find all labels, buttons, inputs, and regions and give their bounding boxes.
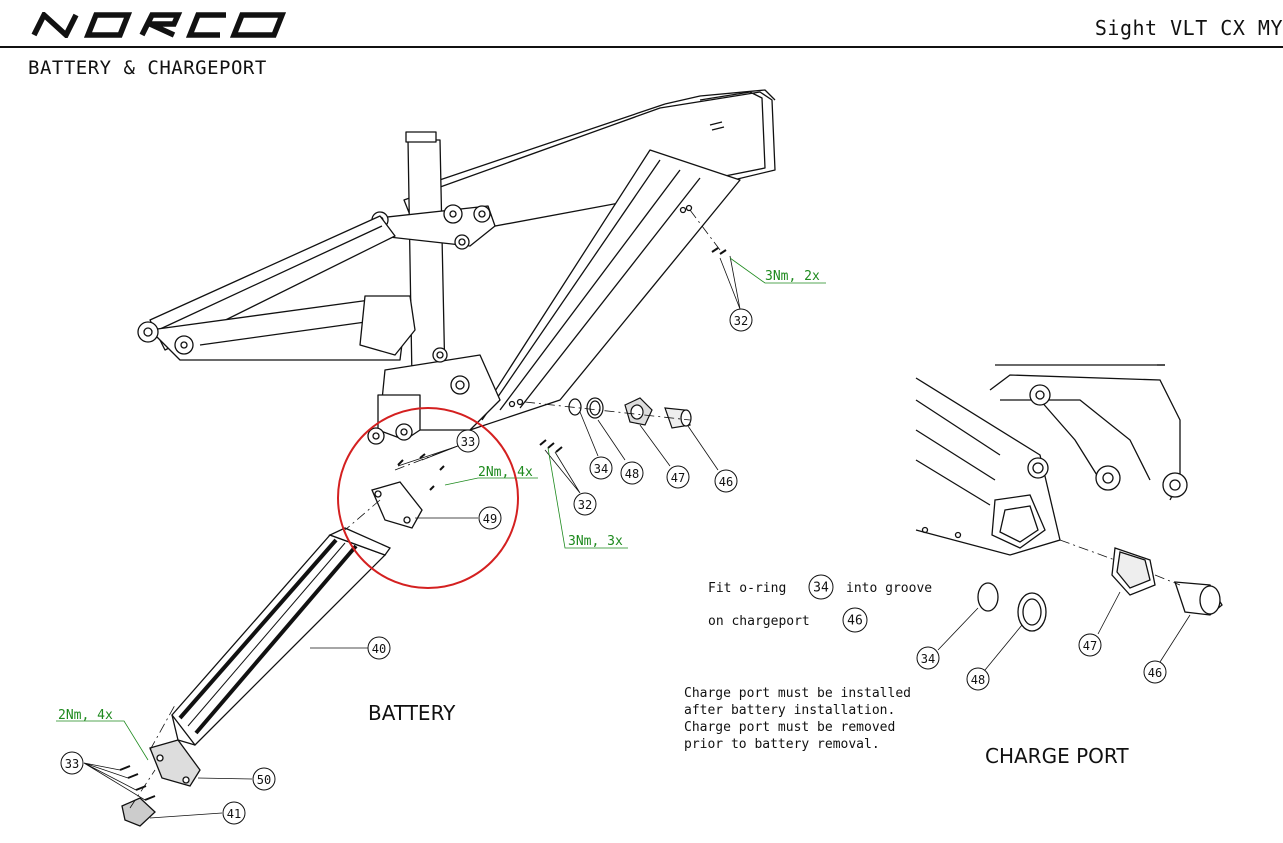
- callout-bubble: [222, 801, 246, 825]
- callout-41: 41: [227, 807, 241, 821]
- callout-bubble: [478, 506, 502, 530]
- model-name: Sight VLT CX MY: [1094, 16, 1283, 40]
- callout-bubble: [456, 429, 480, 453]
- warning-line: Charge port must be installed: [684, 686, 911, 701]
- callout-50: 50: [257, 773, 271, 787]
- callout-bubbles: [60, 308, 1167, 825]
- callout-bubble: [729, 308, 753, 332]
- chargeport-parts: [539, 247, 727, 453]
- callout-34: 34: [921, 652, 935, 666]
- chargeport-note-pre: on chargeport: [708, 614, 810, 629]
- warning-line: Charge port must be removed: [684, 720, 895, 735]
- callout-46: 46: [719, 475, 733, 489]
- callout-bubble: [573, 492, 597, 516]
- highlight-circle: [337, 407, 519, 589]
- battery-label: BATTERY: [368, 701, 456, 725]
- callout-bubble: [367, 636, 391, 660]
- bottom-bracket-drawing: [119, 739, 201, 827]
- callout-48: 48: [625, 467, 639, 481]
- callout-48: 48: [971, 673, 985, 687]
- torque-label: 2Nm, 4x: [58, 708, 113, 723]
- callout-bubble: [589, 456, 613, 480]
- callout-bubble: [842, 607, 868, 633]
- callout-bubble: [1143, 660, 1167, 684]
- leader-lines: [56, 209, 1191, 819]
- callout-34: 34: [594, 462, 608, 476]
- callout-bubble: [252, 767, 276, 791]
- section-title: BATTERY & CHARGEPORT: [28, 57, 267, 79]
- header-rule: [0, 46, 1283, 48]
- callout-47: 47: [1083, 639, 1097, 653]
- callout-bubble: [620, 461, 644, 485]
- torque-label: 2Nm, 4x: [478, 465, 533, 480]
- battery-drawing: [171, 527, 391, 746]
- torque-label: 3Nm, 2x: [765, 269, 820, 284]
- callout-32: 32: [578, 498, 592, 512]
- torque-label: 3Nm, 3x: [568, 534, 623, 549]
- callout-46: 46: [1148, 666, 1162, 680]
- callout-40: 40: [372, 642, 386, 656]
- callout-49: 49: [483, 512, 497, 526]
- callout-bubble: [714, 469, 738, 493]
- callout-bubble: [666, 465, 690, 489]
- callout-bubble: [916, 646, 940, 670]
- note-callout-34: 34: [813, 581, 829, 596]
- warning-line: prior to battery removal.: [684, 737, 880, 752]
- callout-33: 33: [65, 757, 79, 771]
- callout-33: 33: [461, 435, 475, 449]
- warning-line: after battery installation.: [684, 703, 895, 718]
- note-callout-46: 46: [847, 614, 863, 629]
- frame-drawing: [137, 89, 776, 445]
- callout-bubble: [966, 667, 990, 691]
- charge-port-label: CHARGE PORT: [985, 744, 1129, 768]
- norco-logo: [31, 12, 287, 38]
- callout-47: 47: [671, 471, 685, 485]
- chargeport-detail-drawing: [915, 364, 1223, 632]
- battery-cover-drawing: [371, 453, 445, 529]
- callout-32: 32: [734, 314, 748, 328]
- callout-bubble: [808, 574, 834, 600]
- oring-note-pre: Fit o-ring: [708, 581, 786, 596]
- callout-bubble: [60, 751, 84, 775]
- callout-bubble: [1078, 633, 1102, 657]
- oring-note-post: into groove: [846, 581, 932, 596]
